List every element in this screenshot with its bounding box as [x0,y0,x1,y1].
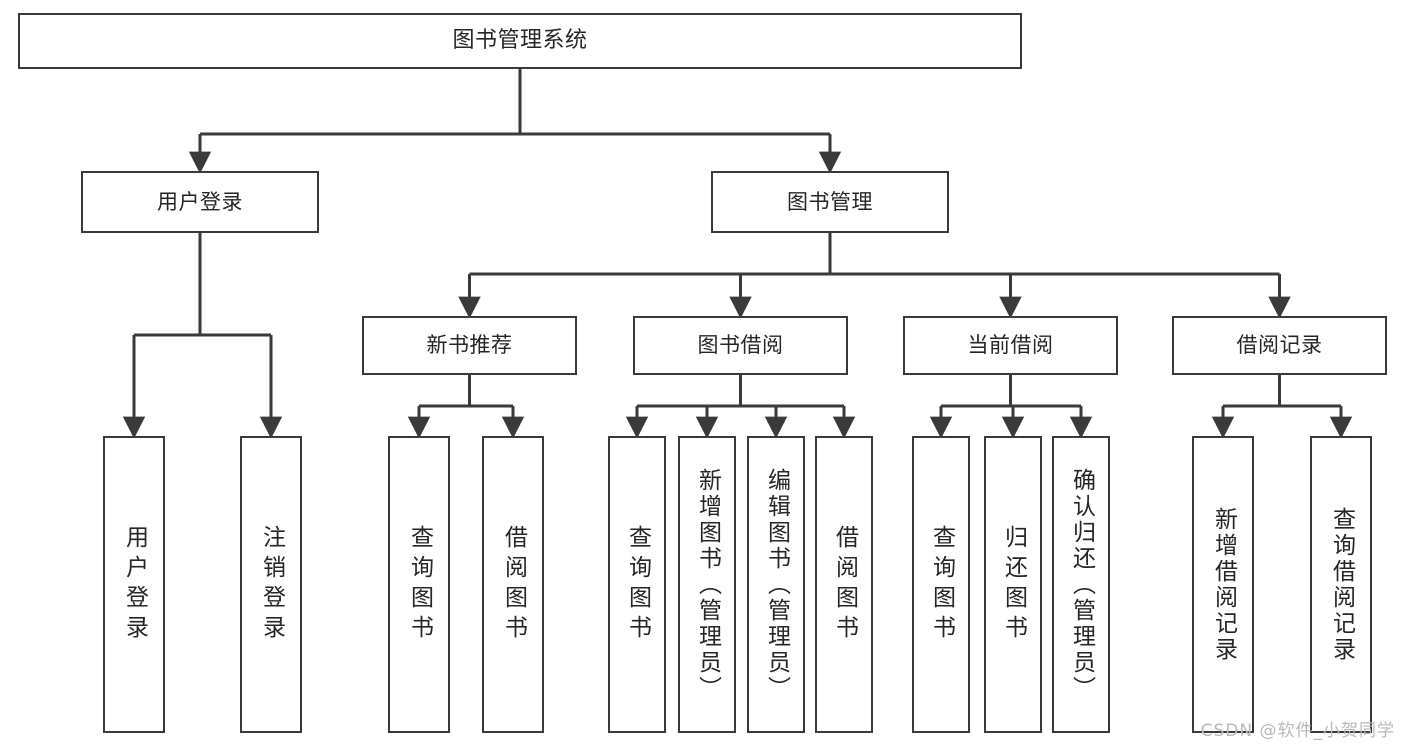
node-label: 新增借阅记录 [1210,506,1237,663]
node-borrow-record[interactable]: 借阅记录 [1172,316,1387,375]
node-label: 新书推荐 [426,333,513,358]
node-leaf-user-logout[interactable]: 注销登录 [240,436,302,733]
node-label: 归还图书 [1000,524,1027,645]
node-label: 借阅图书 [500,524,527,645]
node-leaf-query-book-1[interactable]: 查询图书 [388,436,450,733]
node-label: 查询图书 [928,524,955,645]
node-book-borrow[interactable]: 图书借阅 [633,316,848,375]
node-user-login[interactable]: 用户登录 [81,171,319,233]
node-label: 确认归还（管理员） [1068,467,1095,702]
node-leaf-add-book[interactable]: 新增图书（管理员） [678,436,736,733]
node-label: 借阅记录 [1236,333,1323,358]
node-leaf-borrow-book-2[interactable]: 借阅图书 [815,436,873,733]
node-label: 图书管理系统 [452,28,588,54]
node-leaf-return-book[interactable]: 归还图书 [984,436,1042,733]
node-label: 用户登录 [121,524,148,645]
node-book-manage[interactable]: 图书管理 [711,171,949,233]
node-label: 图书管理 [787,189,873,214]
node-leaf-query-record[interactable]: 查询借阅记录 [1310,436,1372,733]
node-label: 当前借阅 [967,333,1054,358]
node-label: 查询图书 [406,524,433,645]
node-label: 编辑图书（管理员） [763,467,790,702]
node-label: 查询图书 [624,524,651,645]
node-leaf-borrow-book-1[interactable]: 借阅图书 [482,436,544,733]
node-leaf-confirm-return[interactable]: 确认归还（管理员） [1052,436,1110,733]
node-leaf-edit-book[interactable]: 编辑图书（管理员） [747,436,805,733]
node-label: 用户登录 [157,189,243,214]
node-leaf-query-book-3[interactable]: 查询图书 [912,436,970,733]
node-current-borrow[interactable]: 当前借阅 [903,316,1118,375]
node-new-book-rec[interactable]: 新书推荐 [362,316,577,375]
node-leaf-user-login[interactable]: 用户登录 [103,436,165,733]
node-label: 借阅图书 [831,524,858,645]
node-label: 新增图书（管理员） [694,467,721,702]
node-leaf-add-record[interactable]: 新增借阅记录 [1192,436,1254,733]
node-root[interactable]: 图书管理系统 [18,13,1022,69]
node-label: 注销登录 [258,524,285,645]
node-leaf-query-book-2[interactable]: 查询图书 [608,436,666,733]
node-label: 图书借阅 [697,333,784,358]
node-label: 查询借阅记录 [1328,506,1355,663]
